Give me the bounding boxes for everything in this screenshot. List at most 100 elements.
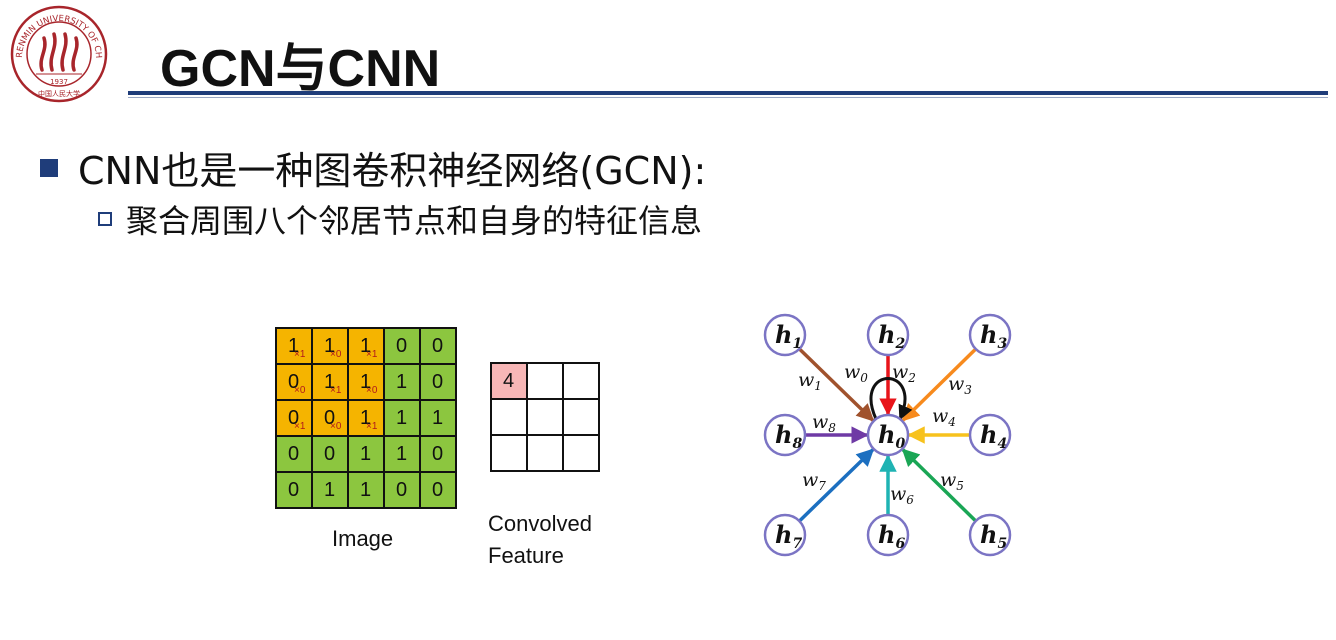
edge-weight-label: w2 <box>892 361 916 385</box>
image-cell: 0 <box>421 473 457 509</box>
image-cell-value: 0 <box>396 335 408 357</box>
node-label: h0 <box>878 420 905 452</box>
logo-emblem-icon <box>39 32 79 72</box>
image-cell: 0×1 <box>277 401 313 437</box>
image-cell: 1 <box>313 473 349 509</box>
image-cell: 1 <box>349 437 385 473</box>
title-rule-thin <box>128 97 1328 98</box>
image-cell-value: 1 <box>396 371 408 393</box>
bullet-level2: 聚合周围八个邻居节点和自身的特征信息 <box>98 196 702 242</box>
image-cell-value: 1 <box>324 335 336 357</box>
edge-weight-label: w6 <box>890 483 914 507</box>
image-cell-value: 0 <box>288 371 300 393</box>
image-cell: 0×0 <box>313 401 349 437</box>
image-label: Image <box>332 526 394 551</box>
convolved-cell-empty <box>492 400 528 436</box>
edge-weight-label: w0 <box>844 361 868 385</box>
image-cell: 0 <box>385 473 421 509</box>
bullet-level2-text: 聚合周围八个邻居节点和自身的特征信息 <box>126 202 703 240</box>
image-cell: 1×1 <box>349 329 385 365</box>
image-cell-value: 0 <box>432 479 444 501</box>
convolved-cell-empty <box>564 400 600 436</box>
convolved-cell-empty <box>492 436 528 472</box>
title-rule <box>128 91 1328 95</box>
image-cell: 1 <box>385 437 421 473</box>
kernel-weight: ×0 <box>366 385 378 396</box>
convolved-cell-empty <box>528 364 564 400</box>
kernel-weight: ×1 <box>330 385 342 396</box>
neighbor-node: h5 <box>968 513 1012 557</box>
image-cell-value: 0 <box>324 443 336 465</box>
hollow-square-bullet-icon <box>98 212 112 226</box>
edge-arrow <box>901 347 977 422</box>
bullet-level1: CNN也是一种图卷积神经网络(GCN): <box>40 140 706 195</box>
node-label: h3 <box>980 320 1007 352</box>
node-label: h8 <box>775 420 802 452</box>
convolved-label-line1: Convolved <box>488 511 592 536</box>
image-cell: 1 <box>385 401 421 437</box>
logo-chinese-name: 中国人民大学 <box>38 89 80 98</box>
neighbor-node: h3 <box>968 313 1012 357</box>
image-cell-value: 0 <box>396 479 408 501</box>
edge-arrow <box>798 448 875 523</box>
image-cell: 0 <box>313 437 349 473</box>
kernel-weight: ×1 <box>366 421 378 432</box>
image-cell-value: 1 <box>324 371 336 393</box>
kernel-weight: ×0 <box>294 385 306 396</box>
edge-weight-label: w4 <box>932 405 956 429</box>
kernel-weight: ×0 <box>330 421 342 432</box>
kernel-weight: ×1 <box>294 349 306 360</box>
neighbor-node: h4 <box>968 413 1012 457</box>
image-cell: 0 <box>277 437 313 473</box>
neighbor-node: h8 <box>763 413 807 457</box>
image-cell-value: 1 <box>360 371 372 393</box>
image-cell: 0 <box>421 365 457 401</box>
convolved-label: Convolved Feature <box>488 508 592 572</box>
image-cell-value: 1 <box>396 407 408 429</box>
image-cell: 1 <box>385 365 421 401</box>
neighbor-node: h2 <box>866 313 910 357</box>
edge-arrow <box>901 448 977 523</box>
image-cell-value: 0 <box>288 443 300 465</box>
edge-weight-label: w5 <box>940 469 964 493</box>
image-cell-value: 1 <box>324 479 336 501</box>
image-cell-value: 1 <box>396 443 408 465</box>
image-cell-value: 1 <box>360 407 372 429</box>
image-cell: 1×1 <box>349 401 385 437</box>
convolved-label-line2: Feature <box>488 543 564 568</box>
image-cell-value: 1 <box>432 407 444 429</box>
image-cell-value: 1 <box>360 479 372 501</box>
image-cell-value: 0 <box>432 335 444 357</box>
logo-year: 1937 <box>50 78 68 86</box>
node-label: h5 <box>980 520 1007 552</box>
image-cell: 1×0 <box>349 365 385 401</box>
convolved-cell-empty <box>564 436 600 472</box>
edge-weight-label: w1 <box>798 369 822 393</box>
university-logo: RENMIN UNIVERSITY OF CHINA 1937 中国人民大学 <box>6 4 108 103</box>
image-cell: 0 <box>385 329 421 365</box>
image-cell: 1×0 <box>313 329 349 365</box>
node-label: h2 <box>878 320 905 352</box>
node-label: h1 <box>775 320 802 352</box>
image-cell-value: 0 <box>324 407 336 429</box>
kernel-weight: ×1 <box>294 421 306 432</box>
center-node: h0 <box>866 413 910 457</box>
edge-weight-label: w3 <box>948 373 972 397</box>
node-label: h7 <box>775 520 802 552</box>
self-loop-arrow <box>869 377 913 421</box>
image-cell: 0 <box>277 473 313 509</box>
edge-weight-label: w8 <box>812 411 836 435</box>
image-cell: 1×1 <box>277 329 313 365</box>
neighbor-node: h7 <box>763 513 807 557</box>
image-cell: 1×1 <box>313 365 349 401</box>
image-cell-value: 0 <box>432 371 444 393</box>
neighbor-node: h6 <box>866 513 910 557</box>
image-cell: 1 <box>349 473 385 509</box>
neighbor-node: h1 <box>763 313 807 357</box>
image-cell-value: 0 <box>288 479 300 501</box>
convolved-cell-empty <box>528 436 564 472</box>
image-cell-value: 1 <box>360 335 372 357</box>
convolved-feature-grid: 4 <box>490 362 600 472</box>
image-cell: 0 <box>421 329 457 365</box>
